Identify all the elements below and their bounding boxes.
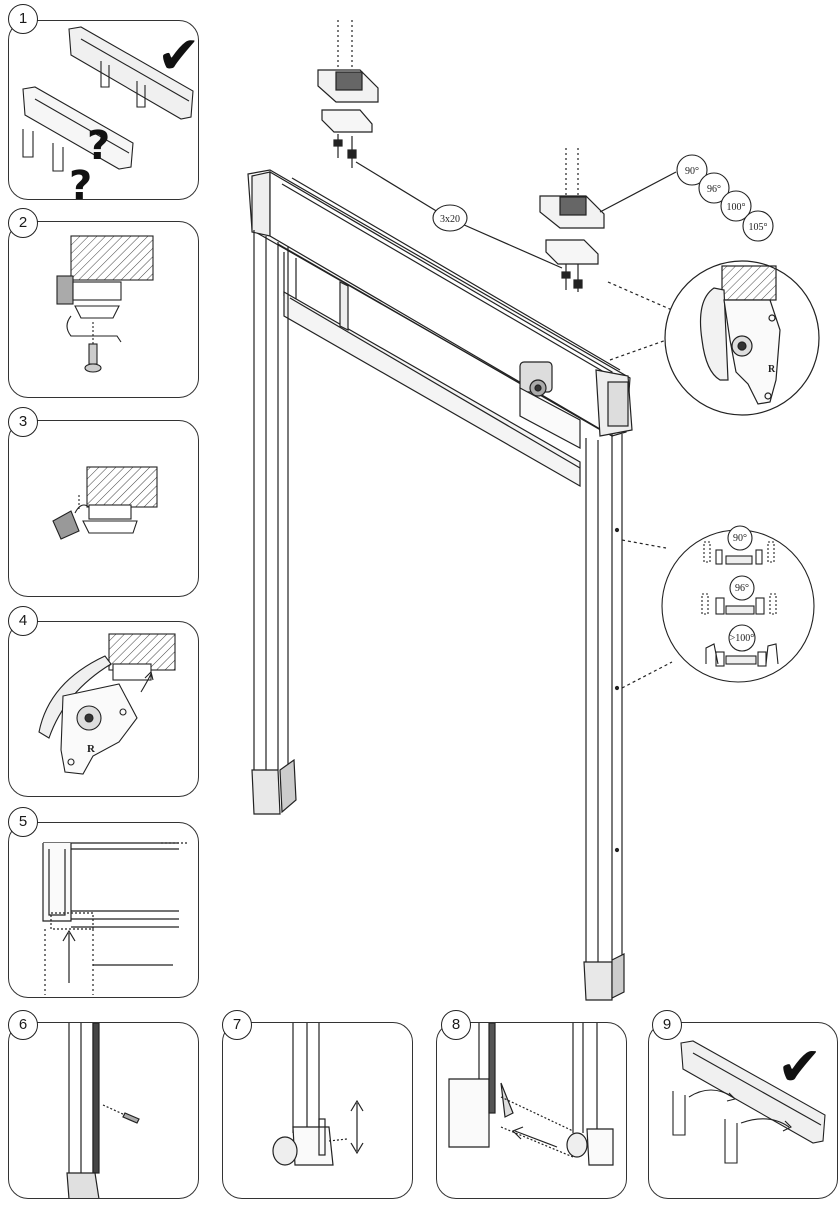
ceiling-bracket-right: [539, 195, 605, 292]
step-number-badge: 3: [8, 407, 38, 437]
angle-label-90: 90°: [685, 166, 699, 177]
detail-circle-clip-angles: [661, 525, 815, 683]
side-marker-r: R: [768, 364, 776, 375]
step-4-illustration: R: [38, 633, 176, 775]
angle-label-105: 105°: [749, 222, 768, 233]
step-number-badge: 7: [222, 1010, 252, 1040]
step-panel-1: ✔ ? ?: [8, 20, 199, 200]
side-rail-left: [251, 230, 297, 815]
step-1-illustration: ✔ ? ?: [22, 26, 199, 200]
detail-angle-96: 96°: [735, 583, 749, 594]
side-marker-r: R: [87, 743, 96, 755]
step-panel-5: [8, 822, 199, 998]
question-mark-icon: ?: [87, 123, 110, 169]
screw-size-text: 3x20: [440, 214, 460, 225]
step-panel-6: [8, 1022, 199, 1199]
step-8-illustration: [448, 1023, 614, 1166]
step-number-badge: 9: [652, 1010, 682, 1040]
step-panel-4: R: [8, 621, 199, 797]
detail-angle-100plus: >100°: [730, 633, 755, 644]
angle-label-96: 96°: [707, 184, 721, 195]
step-panel-8: [436, 1022, 627, 1199]
crank-handle: [519, 361, 553, 397]
step-6-illustration: [66, 1023, 140, 1198]
side-rail-right: [583, 434, 625, 1001]
question-mark-icon: ?: [69, 163, 92, 200]
check-mark-icon: ✔: [157, 26, 199, 86]
step-panel-2: [8, 221, 199, 398]
step-number-badge: 1: [8, 4, 38, 34]
detail-circle-endcap: [664, 260, 820, 416]
detail-angle-90: 90°: [733, 533, 747, 544]
step-number-badge: 2: [8, 208, 38, 238]
step-panel-9: ✔: [648, 1022, 838, 1199]
check-mark-icon: ✔: [777, 1035, 822, 1098]
step-number-badge: 5: [8, 807, 38, 837]
ceiling-bracket-left: [317, 69, 379, 168]
step-number-badge: 4: [8, 606, 38, 636]
screw-size-label: 3x20: [432, 204, 468, 232]
step-9-illustration: ✔: [672, 1035, 826, 1164]
step-7-illustration: [272, 1023, 364, 1166]
step-5-illustration: [42, 842, 187, 995]
step-panel-3: [8, 420, 199, 597]
step-number-badge: 6: [8, 1010, 38, 1040]
step-2-illustration: [56, 235, 154, 373]
step-3-illustration: [52, 466, 158, 540]
angle-scale: [676, 154, 774, 242]
angle-label-100: 100°: [727, 202, 746, 213]
step-number-badge: 8: [441, 1010, 471, 1040]
step-panel-7: [222, 1022, 413, 1199]
